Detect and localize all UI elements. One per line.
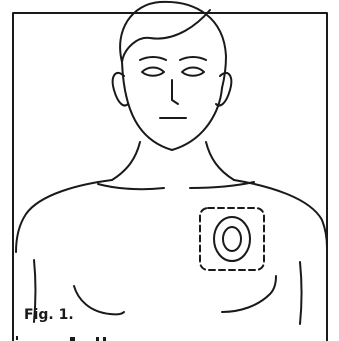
neck-left: [112, 142, 140, 180]
right-eye: [182, 68, 204, 76]
neck-right: [206, 142, 234, 180]
face-outline: [122, 62, 222, 150]
hair-outline: [120, 2, 226, 88]
figure-caption: Fig. 1.: [24, 307, 74, 323]
left-collarbone: [98, 184, 164, 189]
right-shoulder: [234, 180, 327, 248]
pad-center: [223, 227, 241, 251]
nose: [172, 80, 178, 104]
right-arm-line: [300, 262, 302, 324]
pad-outer-ring: [214, 217, 250, 261]
left-eyebrow: [140, 57, 166, 60]
right-eyebrow: [180, 57, 206, 60]
right-pectoral: [222, 276, 276, 312]
left-shoulder: [16, 180, 112, 252]
cropped-text-fragment: [16, 336, 106, 341]
figure-border: [13, 13, 327, 341]
left-pectoral: [74, 286, 124, 314]
left-eye: [142, 68, 164, 76]
right-collarbone: [190, 182, 254, 188]
